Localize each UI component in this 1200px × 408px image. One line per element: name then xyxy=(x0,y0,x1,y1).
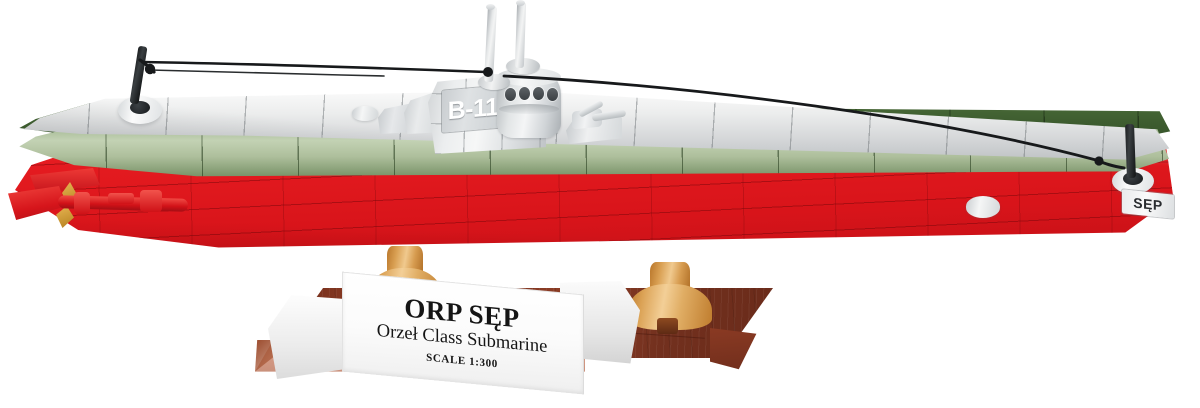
forward-antenna-socket xyxy=(130,101,150,114)
nameplate-scale: SCALE 1:300 xyxy=(426,351,498,371)
nameplate-text-block: ORP SĘP Orzeł Class Submarine SCALE 1:30… xyxy=(342,272,582,395)
deck-hatch-aft xyxy=(966,196,1000,218)
porthole-icon xyxy=(533,87,544,100)
porthole-icon xyxy=(547,88,558,101)
antenna-wire-forward-lower xyxy=(149,69,385,77)
shaft-collar xyxy=(140,190,162,212)
deck-hatch-forward xyxy=(352,106,378,121)
porthole-icon xyxy=(505,88,516,101)
stand-base-right-edge xyxy=(710,328,757,370)
antenna-wire-group xyxy=(138,58,1126,170)
submarine-model: B-11 SĘP xyxy=(8,0,1174,248)
shaft-segment xyxy=(108,193,134,204)
conning-tower-drum-band xyxy=(499,104,559,114)
periscope-cap-rear xyxy=(516,0,525,6)
propeller-hub xyxy=(74,192,90,214)
antenna-wire-knot-forward xyxy=(144,63,156,75)
porthole-icon xyxy=(519,87,530,100)
antenna-wire-aft xyxy=(502,74,1098,162)
antenna-wire-knot-mast xyxy=(483,67,493,77)
antenna-wire-forward xyxy=(140,60,488,74)
periscope-cap-front xyxy=(486,4,495,10)
antenna-wire-knot-aft xyxy=(1094,156,1104,166)
stand-support-rear xyxy=(628,262,712,346)
support-foot xyxy=(656,318,679,334)
nameplate: ORP SĘP Orzeł Class Submarine SCALE 1:30… xyxy=(268,271,640,395)
